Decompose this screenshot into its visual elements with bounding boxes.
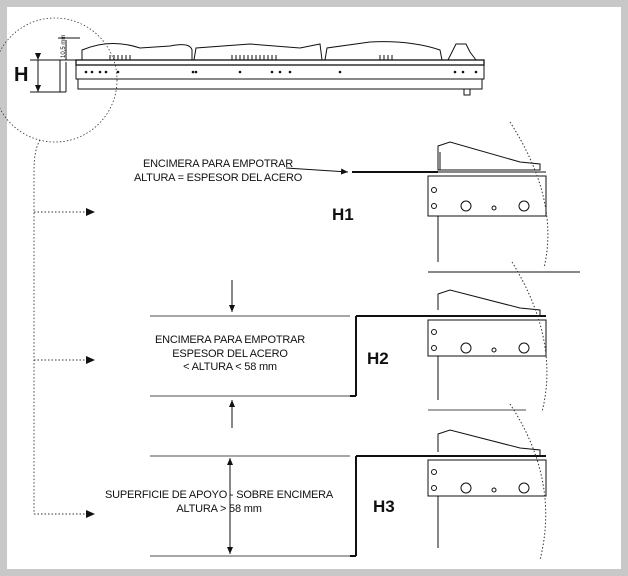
case-h3-drawing xyxy=(150,403,547,561)
case-h1-drawing xyxy=(285,121,549,269)
hob-top-view xyxy=(75,41,485,96)
diagram-panel xyxy=(7,7,621,569)
case-h3-line2: ALTURA > 58 mm xyxy=(176,502,262,515)
case-h2-tag: H2 xyxy=(367,349,389,368)
detail-circle xyxy=(0,17,118,143)
case-h1-line2: ALTURA = ESPESOR DEL ACERO xyxy=(133,171,303,184)
case-h1-tag: H1 xyxy=(332,205,354,224)
case-h2-drawing xyxy=(150,261,548,428)
thickness-dimension-label: 10,5 mm xyxy=(61,34,67,58)
flow-lines xyxy=(33,139,86,515)
case-h3-description: SUPERFICIE DE APOYO - SOBRE ENCIMERA ALT… xyxy=(94,489,344,516)
case-h2-line3: < ALTURA < 58 mm xyxy=(183,361,277,373)
case-h2-line1: ENCIMERA PARA EMPOTRAR xyxy=(154,334,306,346)
h-dimension xyxy=(30,37,80,93)
case-h3-tag: H3 xyxy=(373,497,395,516)
h-dimension-label: H xyxy=(14,64,29,86)
case-h1-description: ENCIMERA PARA EMPOTRAR ALTURA = ESPESOR … xyxy=(128,158,308,185)
case-h2-description: ENCIMERA PARA EMPOTRAR ESPESOR DEL ACERO… xyxy=(140,334,320,375)
case-h2-line2: ESPESOR DEL ACERO xyxy=(172,347,288,360)
case-h1-line1: ENCIMERA PARA EMPOTRAR xyxy=(142,158,294,170)
case-h3-line1: SUPERFICIE DE APOYO - SOBRE ENCIMERA xyxy=(104,489,334,501)
